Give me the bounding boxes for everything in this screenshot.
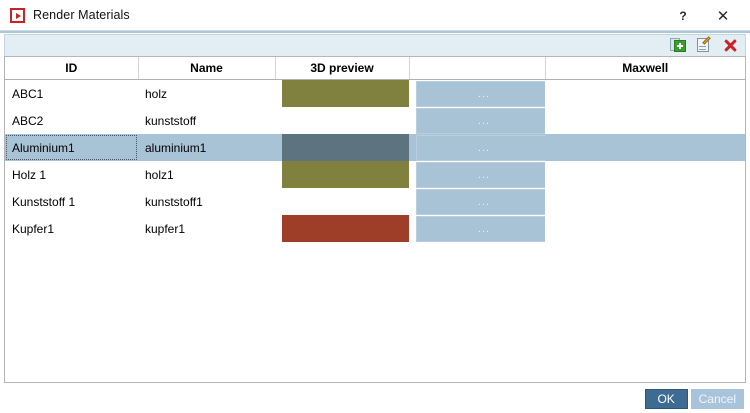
cell-id[interactable]: Holz 1 [12,167,47,182]
cell-action[interactable]: ... [409,80,545,108]
cell-maxwell[interactable] [545,215,745,242]
window-title: Render Materials [33,8,130,22]
cell-id[interactable]: Kupfer1 [12,221,55,236]
dialog-footer: OK Cancel [644,389,744,409]
cell-3d-preview[interactable] [275,215,409,242]
close-button[interactable]: ✕ [716,7,730,25]
column-header-maxwell[interactable]: Maxwell [545,57,745,80]
cell-action[interactable]: ... [409,107,545,134]
cell-3d-preview[interactable] [275,134,409,161]
cell-action[interactable]: ... [409,188,545,215]
cell-3d-preview[interactable] [275,188,409,215]
browse-ellipsis-button[interactable]: ... [416,107,545,134]
title-bar: Render Materials ? ✕ [0,0,750,31]
cell-name[interactable]: aluminium1 [138,134,275,161]
column-header-name[interactable]: Name [138,57,276,80]
cell-3d-preview[interactable] [275,80,409,107]
browse-ellipsis-button[interactable]: ... [416,215,545,242]
table-row[interactable]: ABC1 holz... [5,80,745,108]
cell-maxwell[interactable] [545,134,745,161]
cell-action[interactable]: ... [409,134,545,161]
cell-name[interactable]: holz [145,86,168,101]
cell-name[interactable]: kupfer1 [145,221,186,236]
cell-maxwell[interactable] [545,188,745,215]
cell-3d-preview[interactable] [275,107,409,134]
material-preview-swatch [282,107,409,134]
cell-name[interactable]: kunststoff [145,113,197,128]
cell-id[interactable]: Aluminium1 [5,134,138,161]
browse-ellipsis-button[interactable]: ... [416,188,545,215]
cell-name[interactable]: holz1 [145,167,174,182]
app-play-icon [10,8,25,23]
browse-ellipsis-button[interactable]: ... [416,80,545,107]
material-preview-swatch [282,134,409,161]
material-preview-swatch [282,188,409,215]
cancel-button[interactable]: Cancel [690,389,744,409]
column-header-action[interactable] [409,57,546,80]
cell-maxwell[interactable] [545,161,745,188]
column-header-preview[interactable]: 3D preview [275,57,410,80]
cell-action[interactable]: ... [409,215,545,242]
table-row[interactable]: Holz 1 holz1... [5,161,745,188]
title-accent-divider [0,31,750,33]
delete-cross-icon [723,39,737,52]
material-preview-swatch [282,161,409,188]
cell-name[interactable]: kunststoff1 [145,194,203,209]
cell-maxwell[interactable] [545,107,745,134]
edit-pencil-icon-lines [699,46,706,47]
table-row[interactable]: Kupfer1 kupfer1... [5,215,745,242]
column-header-id[interactable]: ID [5,57,139,80]
cell-id[interactable]: ABC1 [12,86,44,101]
material-preview-swatch [282,215,409,242]
table-row[interactable]: ABC2 kunststoff... [5,107,745,134]
help-button[interactable]: ? [679,8,687,23]
delete-material-button[interactable] [722,37,739,54]
edit-material-button[interactable] [696,36,713,54]
material-preview-swatch [282,80,409,107]
cell-maxwell[interactable] [545,80,745,108]
cell-3d-preview[interactable] [275,161,409,188]
table-row[interactable]: Kunststoff 1 kunststoff1... [5,188,745,215]
cell-id[interactable]: ABC2 [12,113,44,128]
cell-action[interactable]: ... [409,161,545,188]
table-header-row: ID Name 3D preview Maxwell [5,57,745,80]
cell-id[interactable]: Kunststoff 1 [12,194,76,209]
browse-ellipsis-button[interactable]: ... [416,134,545,161]
ok-button[interactable]: OK [644,389,688,409]
toolbar-icon-group [670,36,739,54]
browse-ellipsis-button[interactable]: ... [416,161,545,188]
add-material-button[interactable] [670,37,687,54]
add-plus-icon [674,40,686,52]
materials-toolbar [4,34,746,56]
